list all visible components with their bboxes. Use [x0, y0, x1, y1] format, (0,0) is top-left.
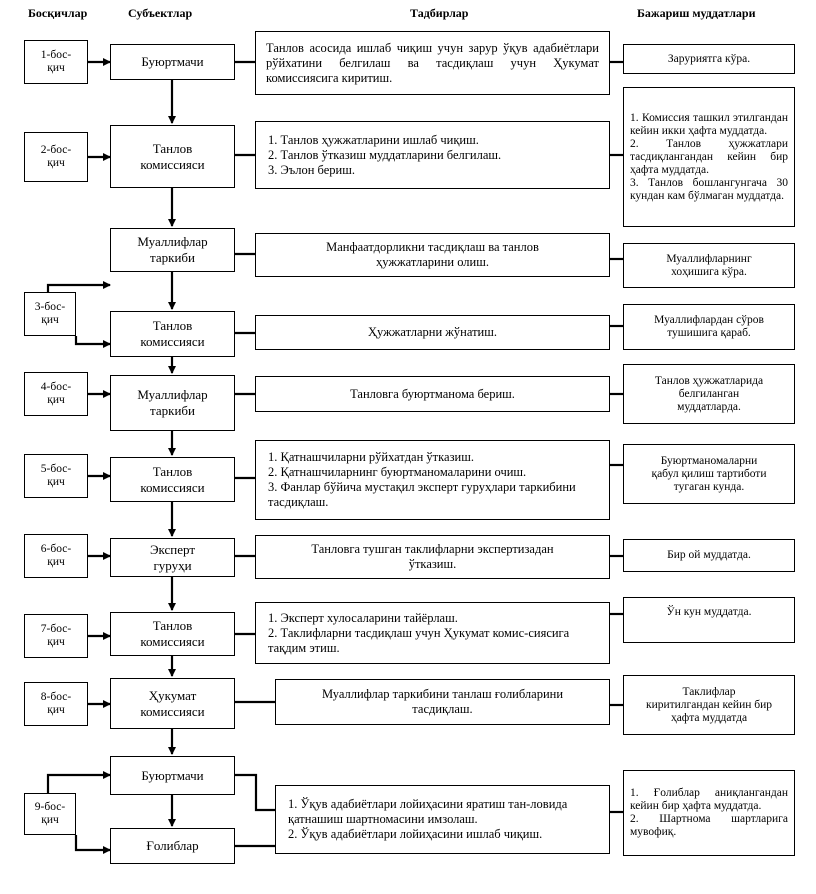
- term-box-4: Муаллифлардан сўров тушишига қараб.: [623, 304, 795, 350]
- action-box-6: 1. Қатнашчиларни рўйхатдан ўтказиш. 2. Қ…: [255, 440, 610, 520]
- subject-box-commission: Танлов комиссияси: [110, 311, 235, 357]
- step-box-8: 8-бос- қич: [24, 682, 88, 726]
- step-box-3: 3-бос- қич: [24, 292, 76, 336]
- action-box-7: Танловга тушган таклифларни экспертизада…: [255, 535, 610, 579]
- term-box-9: Таклифлар киритилгандан кейин бир ҳафта …: [623, 675, 795, 735]
- arrow-step3b: [74, 336, 111, 348]
- step-box-7: 7-бос- қич: [24, 614, 88, 658]
- term-box-2: 1. Комиссия ташкил этилгандан кейин икки…: [623, 87, 795, 227]
- step-box-9: 9-бос- қич: [24, 793, 76, 835]
- term-box-8: Ўн кун муддатда.: [623, 597, 795, 643]
- term-box-3: Муаллифларнинг хоҳишига кўра.: [623, 243, 795, 288]
- subject-box-commission: Танлов комиссияси: [110, 457, 235, 502]
- term-box-1: Заруриятга кўра.: [623, 44, 795, 74]
- subject-box-authors: Муаллифлар таркиби: [110, 228, 235, 272]
- term-box-5: Танлов ҳужжатларида белгиланган муддатла…: [623, 364, 795, 424]
- term-box-6: Буюртманомаларни қабул қилиш тартиботи т…: [623, 444, 795, 504]
- term-box-10: 1. Ғолиблар аниқлангандан кейин бир ҳафт…: [623, 770, 795, 856]
- action-box-1: Танлов асосида ишлаб чиқиш учун зарур ўқ…: [255, 31, 610, 95]
- subject-box-experts: Эксперт гуруҳи: [110, 538, 235, 577]
- action-box-2: 1. Танлов ҳужжатларини ишлаб чиқиш. 2. Т…: [255, 121, 610, 189]
- action-box-4: Ҳужжатларни жўнатиш.: [255, 315, 610, 350]
- action-box-5: Танловга буюртманома бериш.: [255, 376, 610, 412]
- subject-box-authors: Муаллифлар таркиби: [110, 375, 235, 431]
- header-actions: Тадбирлар: [410, 6, 469, 20]
- action-box-10: 1. Ўқув адабиётлари лойиҳасини яратиш та…: [275, 785, 610, 854]
- action-box-9: Муаллифлар таркибини танлаш ғолибларини …: [275, 679, 610, 725]
- step-box-2: 2-бос- қич: [24, 132, 88, 182]
- arrow-step3a: [46, 281, 111, 292]
- header-stages: Босқичлар: [28, 6, 88, 20]
- subject-box-customer: Буюртмачи: [110, 756, 235, 795]
- subject-box-commission: Танлов комиссияси: [110, 612, 235, 656]
- step-box-6: 6-бос- қич: [24, 534, 88, 578]
- step-box-1: 1-бос- қич: [24, 40, 88, 84]
- subject-box-customer: Буюртмачи: [110, 44, 235, 80]
- subject-box-winners: Ғолиблар: [110, 828, 235, 864]
- header-terms: Бажариш муддатлари: [637, 6, 756, 20]
- step-box-5: 5-бос- қич: [24, 454, 88, 498]
- arrow-step9a: [46, 771, 111, 793]
- arrow-step9b: [74, 835, 111, 854]
- subject-box-government: Ҳукумат комиссияси: [110, 678, 235, 729]
- action-box-8: 1. Эксперт хулосаларини тайёрлаш. 2. Так…: [255, 602, 610, 664]
- subject-box-commission: Танлов комиссияси: [110, 125, 235, 188]
- step-box-4: 4-бос- қич: [24, 372, 88, 416]
- header-subjects: Субъектлар: [128, 6, 193, 20]
- action-box-3: Манфаатдорликни тасдиқлаш ва танлов ҳужж…: [255, 233, 610, 277]
- term-box-7: Бир ой муддатда.: [623, 539, 795, 572]
